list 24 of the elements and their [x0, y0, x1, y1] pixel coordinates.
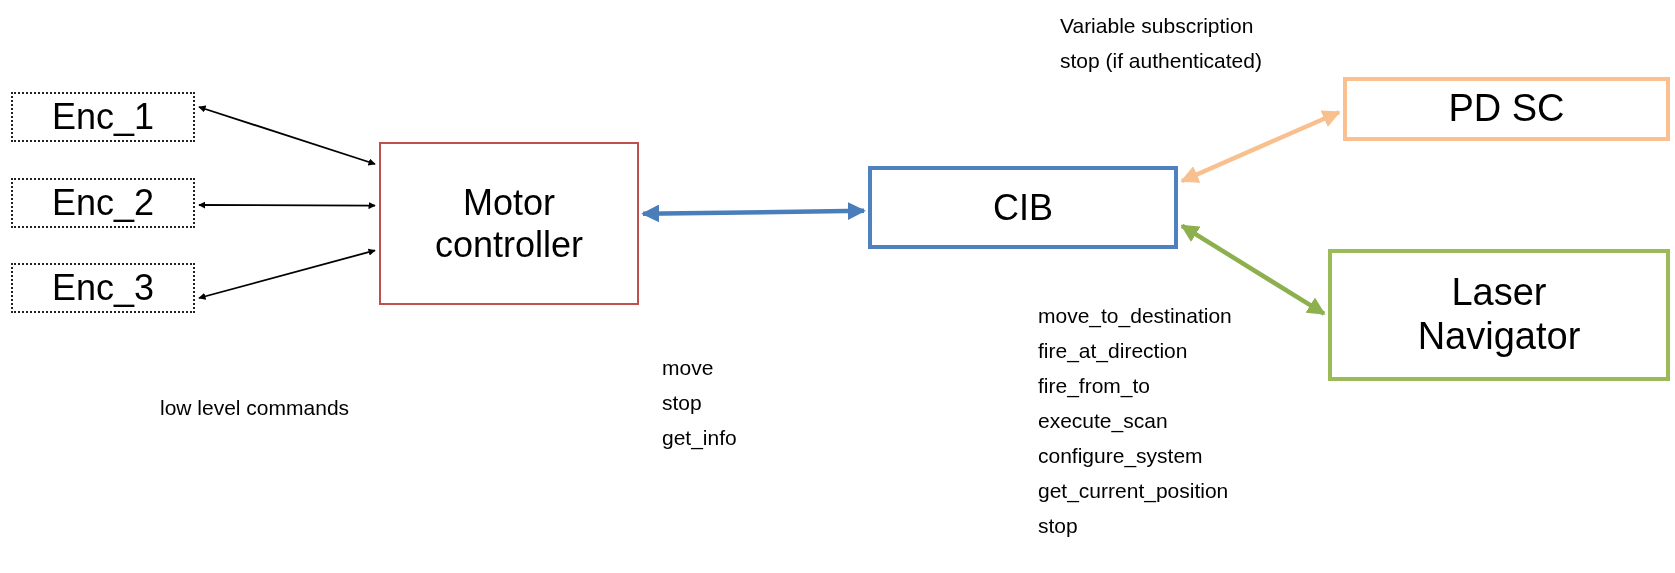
node-label: Enc_2	[51, 182, 155, 224]
process-box	[1328, 249, 1670, 381]
node-label: Laser Navigator	[1416, 271, 1582, 359]
node-label: CIB	[993, 186, 1053, 229]
process-box	[868, 166, 1178, 249]
node-label: Enc_1	[51, 96, 155, 138]
encoder-box	[11, 178, 195, 228]
controller-box	[379, 142, 639, 305]
encoder-box	[11, 263, 195, 313]
encoder-box	[11, 92, 195, 142]
command-list: move_to_destination fire_at_direction fire_from_to execute_scan configure_system get_current_position stop	[1038, 298, 1298, 543]
arrow	[198, 105, 376, 166]
process-box	[1343, 77, 1670, 141]
arrow	[1180, 110, 1341, 183]
arrow	[198, 248, 376, 300]
arrow	[641, 202, 866, 223]
command-list: move stop get_info	[662, 350, 782, 455]
node-label: PD SC	[1448, 87, 1565, 131]
arrow	[1180, 223, 1326, 316]
node-label: Enc_3	[51, 267, 155, 309]
note-text: low level commands	[160, 395, 351, 421]
node-label: Motor controller	[433, 182, 585, 265]
arrow	[198, 201, 376, 210]
note-text: Variable subscription stop (if authenticated)	[1060, 13, 1263, 74]
